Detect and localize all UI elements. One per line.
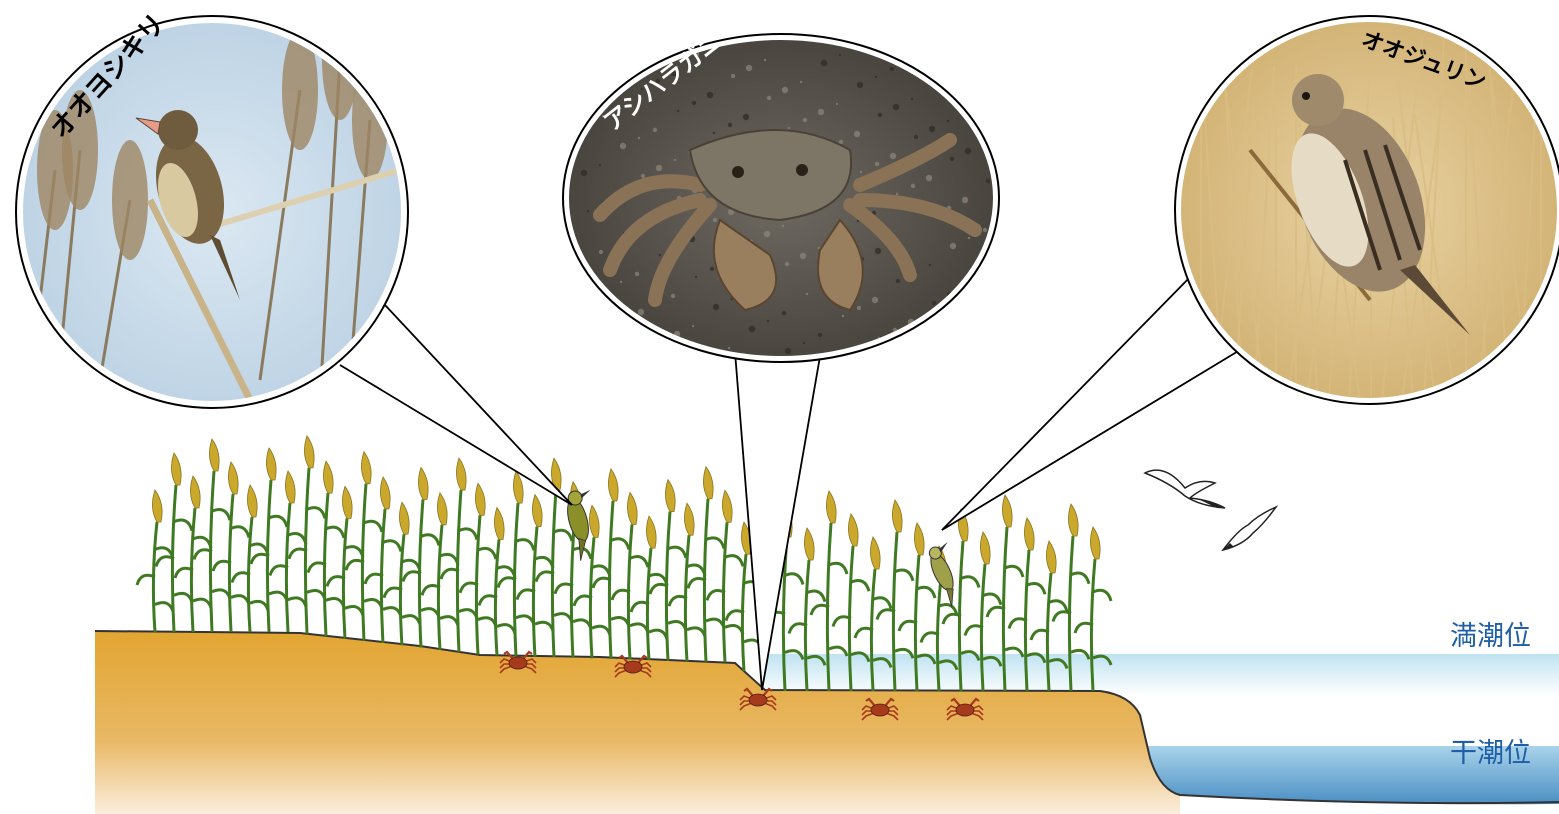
reed-stalk [232, 485, 268, 632]
low-tide-label: 干潮位 [1450, 738, 1531, 769]
reed-stalk [251, 448, 287, 632]
reed-stalk [156, 453, 192, 632]
callout-pointer-crab [735, 345, 822, 690]
reed-stalk [498, 471, 534, 656]
reed-stalk [593, 469, 629, 659]
reed-stalk [365, 477, 401, 643]
reed-stalk [669, 503, 705, 661]
reed-stalk [479, 508, 515, 656]
callout-great-reed-warbler: オオヨシキリ [16, 0, 410, 410]
reed-stalk [270, 471, 306, 632]
reed-stalk [460, 483, 496, 654]
high-tide-label: 満潮位 [1450, 621, 1531, 652]
reed-stalk [517, 495, 553, 657]
callout-reed-crab: アシハラガニ [560, 27, 1000, 365]
reed-stalk [707, 490, 743, 662]
reed-stalk [137, 490, 173, 632]
reed-stalk [194, 439, 230, 632]
perched-bunting-icon [924, 541, 974, 608]
flying-gull-icon [1223, 507, 1276, 550]
reed-stalk [327, 486, 363, 638]
reed-stalk [403, 468, 439, 648]
flying-gull-icon [1145, 470, 1225, 508]
reed-stalk [422, 493, 458, 650]
reed-stalk [612, 493, 648, 660]
callout-pointer-warbler [340, 305, 572, 505]
reed-stalk [213, 462, 249, 632]
reed-stalk [384, 502, 420, 645]
reed-stalk [631, 516, 667, 660]
reed-stalk [308, 461, 344, 636]
reed-stalk [175, 476, 211, 632]
reed-stalk [650, 480, 686, 661]
